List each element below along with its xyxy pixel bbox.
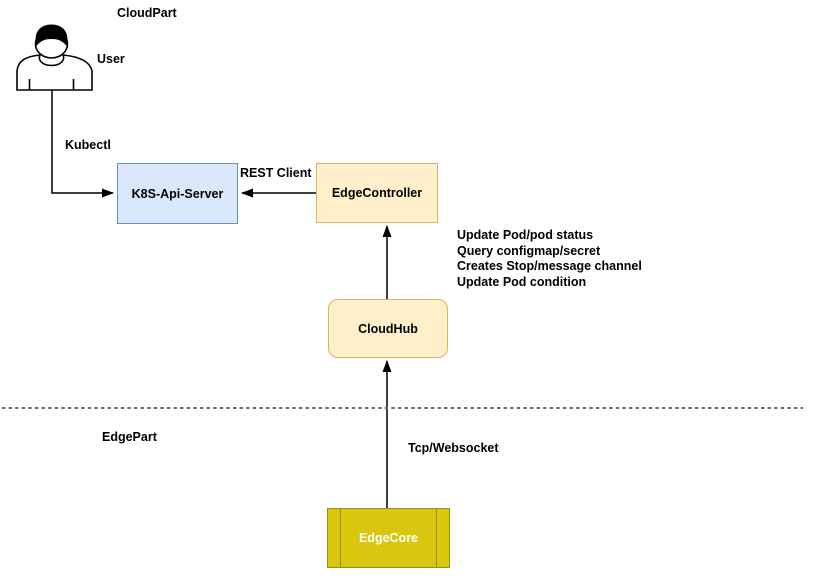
kubectl-edge-label: Kubectl <box>65 138 111 152</box>
user-hair <box>35 24 68 47</box>
annotation-line: Creates Stop/message channel <box>457 259 642 273</box>
user-label: User <box>97 52 125 66</box>
user-arm-lines <box>28 79 75 90</box>
cloud-part-label: CloudPart <box>117 6 177 20</box>
k8s-api-server-label: K8S-Api-Server <box>131 186 224 201</box>
rest-client-edge-label: REST Client <box>240 166 312 180</box>
edge-core-process-bar-right <box>436 509 437 567</box>
cloudhub-annotation: Update Pod/pod status Query configmap/se… <box>457 228 642 290</box>
edge-core-label: EdgeCore <box>358 531 419 545</box>
annotation-line: Update Pod/pod status <box>457 228 594 242</box>
annotation-line: Query configmap/secret <box>457 243 601 258</box>
user-torso <box>16 54 93 91</box>
edge-core-node: EdgeCore <box>327 508 450 568</box>
edge-controller-node: EdgeController <box>316 163 438 223</box>
edge-controller-label: EdgeController <box>331 186 423 200</box>
annotation-line: Update Pod condition <box>457 274 587 289</box>
tcp-websocket-edge-label: Tcp/Websocket <box>408 441 499 455</box>
cloud-hub-node: CloudHub <box>328 299 448 358</box>
k8s-api-server-node: K8S-Api-Server <box>117 163 238 224</box>
cloud-hub-label: CloudHub <box>358 321 418 336</box>
user-icon <box>16 24 93 91</box>
edge-part-label: EdgePart <box>102 430 157 444</box>
edge-core-process-bar-left <box>340 509 341 567</box>
